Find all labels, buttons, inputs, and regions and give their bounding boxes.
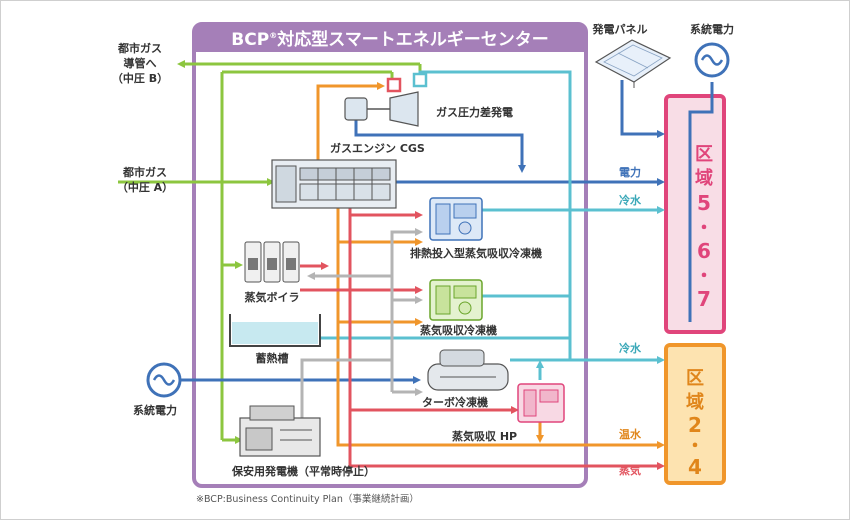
flow-label-cold-1: 冷水 [619,193,642,207]
gas-pressure-generator-icon [344,72,428,127]
zone-567-char-5: 6 [697,239,711,263]
grid-power-top-icon [694,42,730,78]
label-backup-gen: 保安用発電機（平常時停止） [231,464,375,478]
zone-24-char-3: 2 [688,413,702,437]
label-gas-pressure-gen: ガス圧力差発電 [436,105,513,119]
backup-generator-icon [239,405,321,457]
label-city-gas-in-2: （中圧 A） [117,180,173,194]
zone-567-char-6: ・ [695,266,713,287]
label-turbo-chiller: ターボ冷凍機 [422,395,488,409]
steam-chiller-icon [429,279,483,321]
label-solar-panel: 発電パネル [592,22,648,36]
gas-engine-icon [271,159,397,209]
flow-label-cold-2: 冷水 [619,341,642,355]
label-grid-power-top: 系統電力 [690,22,734,36]
steam-boiler-icon [244,241,300,283]
zone-567-char-7: 7 [697,287,711,311]
label-heat-storage: 蓄熱槽 [256,351,289,365]
label-city-gas-out-3: （中圧 B） [112,71,168,85]
zone-567-char-1: 区 [695,144,713,165]
label-steam-boiler: 蒸気ボイラ [245,290,300,304]
steam-hp-icon [517,383,565,423]
flow-label-hot: 温水 [619,427,642,441]
zone-24-char-2: 域 [686,391,704,413]
flow-label-steam: 蒸気 [619,463,641,477]
title-banner [196,24,584,52]
label-gas-engine: ガスエンジン CGS [330,141,425,155]
zone-24-box [664,343,726,485]
label-exhaust-chiller: 排熱投入型蒸気吸収冷凍機 [410,246,542,260]
label-steam-hp: 蒸気吸収 HP [452,429,517,443]
center-title: BCP®対応型スマートエネルギーセンター [231,29,548,50]
zone-24-char-5: 4 [688,455,702,479]
zone-567-char-3: 5 [697,191,711,215]
zone-567-box [664,94,726,334]
exhaust-chiller-icon [429,197,483,241]
zone-567-char-2: 域 [695,167,713,189]
turbo-chiller-icon [427,349,509,391]
label-city-gas-out: 都市ガス [117,41,162,55]
solar-panel-icon [594,39,672,88]
label-city-gas-in: 都市ガス [122,165,167,179]
label-steam-chiller: 蒸気吸収冷凍機 [420,323,497,337]
zone-24-char-4: ・ [686,436,704,457]
zone-567-char-4: ・ [695,218,713,239]
footnote: ※BCP:Business Continuity Plan（事業継続計画） [196,493,419,505]
label-grid-power-left: 系統電力 [133,403,177,417]
heat-storage-tank-icon [229,314,321,347]
label-city-gas-out-2: 導管へ [124,56,157,70]
grid-power-left-icon [146,362,182,398]
flow-label-power: 電力 [619,165,641,179]
zone-24-char-1: 区 [686,368,704,389]
